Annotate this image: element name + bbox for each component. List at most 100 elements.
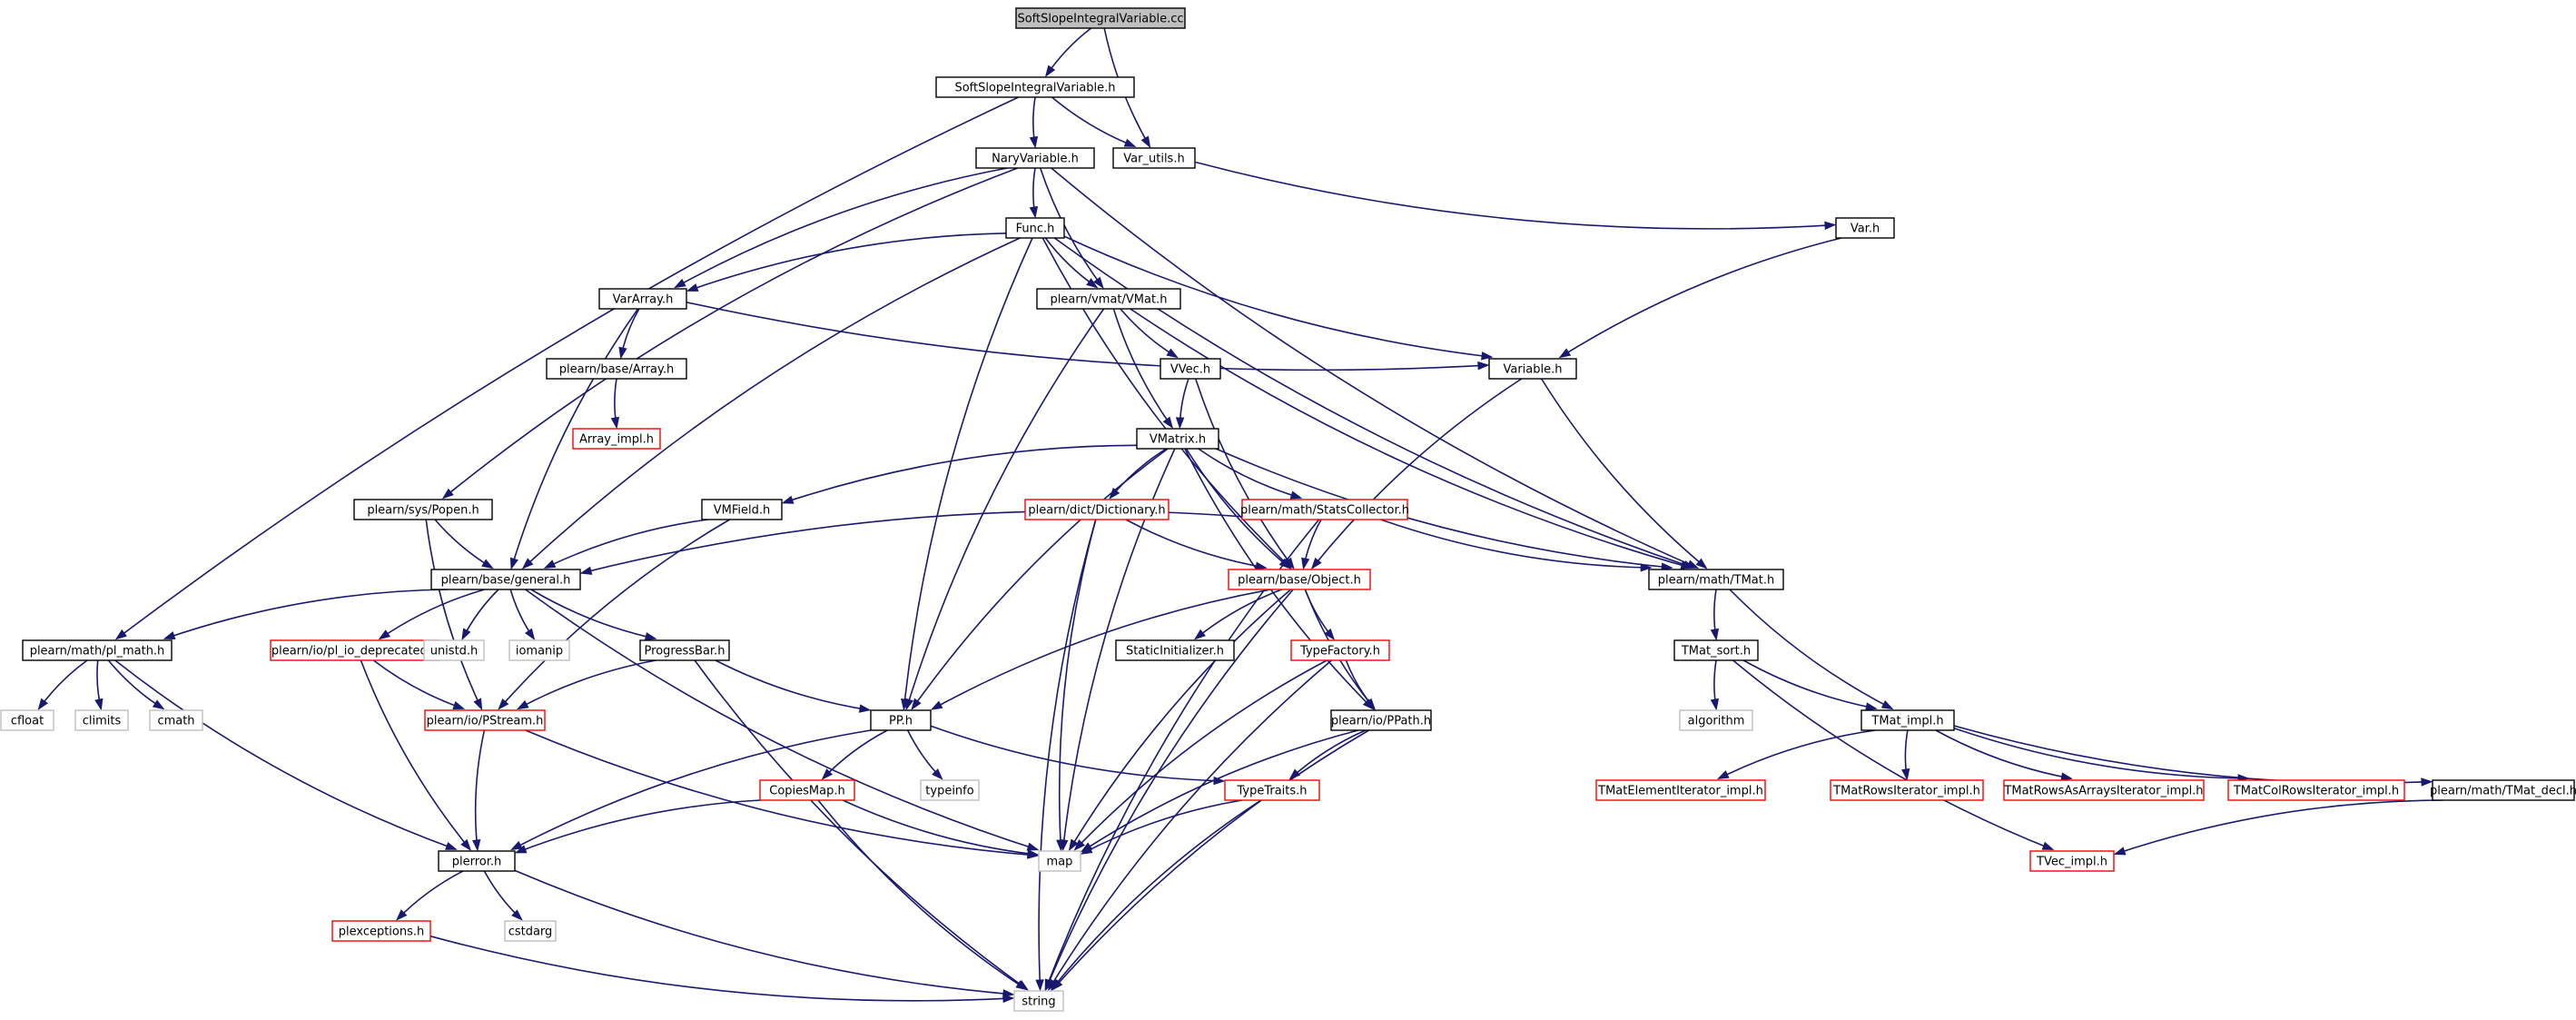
node-naryvar[interactable]: NaryVariable.h [975,147,1095,169]
node-box [424,709,546,731]
arrowhead-vmat-to-vmatrix [1162,416,1174,429]
edge-tmatimpl-to-coliter [1953,727,2248,779]
node-arrayimpl[interactable]: Array_impl.h [572,428,661,450]
node-varh[interactable]: Var.h [1835,217,1895,239]
edge-varh-to-variable [1560,237,1842,358]
node-box [1013,990,1064,1012]
node-ssivh[interactable]: SoftSlopeIntegralVariable.h [935,76,1135,98]
node-tmatdecl[interactable]: plearn/math/TMat_decl.h [2430,779,2576,801]
node-label: TypeTraits.h [1236,785,1307,798]
node-label: TypeFactory.h [1299,645,1380,659]
edge-naryvar-to-vararray [675,167,1008,288]
node-vmat[interactable]: plearn/vmat/VMat.h [1036,288,1181,310]
node-label: ProgressBar.h [645,645,725,659]
edge-progressbar-to-string [694,659,1028,990]
node-box [1224,779,1320,801]
edge-copiesmap-to-string [817,799,1027,990]
node-vvec[interactable]: VVec.h [1160,358,1221,380]
node-ppath[interactable]: plearn/io/PPath.h [1330,709,1432,731]
arrowhead-variable-to-tmath [1695,558,1708,569]
arrowhead-tmath-to-tmatimpl [1880,700,1894,710]
node-object[interactable]: plearn/base/Object.h [1228,569,1371,590]
node-elemiter[interactable]: TMatElementIterator_impl.h [1595,779,1766,801]
edge-dictionary-to-string [1038,519,1097,990]
edge-vmatrix-to-statscollector [1198,448,1301,499]
node-rowsasarr[interactable]: TMatRowsAsArraysIterator_impl.h [2003,779,2205,801]
edge-object-to-pph [932,589,1271,710]
edge-tmatsort-to-tvecimpl [1732,659,2053,850]
node-rowsiter[interactable]: TMatRowsIterator_impl.h [1830,779,1984,801]
node-vmatrix[interactable]: VMatrix.h [1136,428,1219,450]
arrowhead-dictionary-to-map [1056,839,1065,852]
node-label: plearn/io/PPath.h [1331,715,1431,728]
node-pph[interactable]: PP.h [870,709,932,731]
node-root[interactable]: SoftSlopeIntegralVariable.cc [1015,7,1186,29]
node-tmath[interactable]: plearn/math/TMat.h [1648,569,1784,590]
node-label: SoftSlopeIntegralVariable.cc [1017,13,1183,26]
edge-ssivh-to-plmath [116,96,1020,639]
node-tmatimpl[interactable]: TMat_impl.h [1860,709,1955,731]
arrowhead-naryvar-to-popen [441,488,454,500]
node-copiesmap[interactable]: CopiesMap.h [759,779,855,801]
node-general[interactable]: plearn/base/general.h [430,569,581,590]
arrowhead-plio-to-pstream [452,701,466,710]
node-statscollector[interactable]: plearn/math/StatsCollector.h [1240,499,1409,520]
edge-typetraits-to-map [1081,799,1243,855]
arrowhead-plmath-to-plerror [445,841,458,850]
node-staticinit[interactable]: StaticInitializer.h [1115,639,1235,661]
node-box [1835,217,1895,239]
node-variable[interactable]: Variable.h [1488,358,1577,380]
node-box [1679,709,1753,731]
arrowhead-vararray-to-variable [1477,361,1490,371]
node-label: typeinfo [925,785,973,798]
node-func[interactable]: Func.h [1005,217,1065,239]
node-vmfield[interactable]: VMField.h [701,499,783,520]
node-typefactory[interactable]: TypeFactory.h [1290,639,1390,661]
edge-vararray-to-general [510,308,639,569]
node-popen[interactable]: plearn/sys/Popen.h [353,499,493,520]
arrowhead-ssivh-to-naryvar [1029,135,1039,149]
node-varutils[interactable]: Var_utils.h [1112,147,1196,169]
edge-pph-to-typetraits [930,725,1224,782]
node-box [1005,217,1065,239]
arrowhead-pph-to-plerror [510,840,523,851]
edge-progressbar-to-pstream [518,659,656,709]
arrowhead-general-to-unistd [461,628,471,641]
node-box [759,779,855,801]
arrowhead-copiesmap-to-plerror [514,845,528,854]
node-label: plearn/dict/Dictionary.h [1028,504,1165,518]
node-label: plearn/io/pl_io_deprecated.h [271,645,439,659]
node-tmatsort[interactable]: TMat_sort.h [1673,639,1759,661]
node-vararray[interactable]: VarArray.h [598,288,687,310]
node-plexceptions[interactable]: plexceptions.h [331,920,431,942]
arrowhead-tmath-to-tmatsort [1710,628,1720,641]
edge-func-to-pph [903,237,1033,709]
node-box [1136,428,1219,450]
node-label: cfloat [11,715,44,728]
node-label: VMatrix.h [1150,433,1206,447]
node-typetraits[interactable]: TypeTraits.h [1224,779,1320,801]
node-plio[interactable]: plearn/io/pl_io_deprecated.h [270,639,440,661]
node-tvecimpl[interactable]: TVec_impl.h [2029,850,2115,872]
node-progressbar[interactable]: ProgressBar.h [639,639,730,661]
node-label: plearn/math/StatsCollector.h [1240,504,1409,518]
arrowhead-vararray-to-basearray [618,346,627,360]
arrowhead-root-to-varutils [1140,135,1151,149]
node-pstream[interactable]: plearn/io/PStream.h [424,709,546,731]
node-plerror[interactable]: plerror.h [438,850,516,872]
edge-typetraits-to-string [1051,799,1262,990]
arrowhead-vmfield-to-general [543,560,557,569]
edge-plmath-to-cfloat [38,659,88,709]
node-label: plearn/vmat/VMat.h [1051,293,1168,307]
node-label: algorithm [1688,715,1745,728]
edge-root-to-ssivh [1045,27,1092,76]
node-plmath[interactable]: plearn/math/pl_math.h [22,639,173,661]
node-iomanip: iomanip [508,639,570,661]
node-coliter[interactable]: TMatColRowsIterator_impl.h [2227,779,2405,801]
node-label: plearn/base/Array.h [559,363,674,377]
node-label: plearn/io/PStream.h [427,715,544,728]
node-basearray[interactable]: plearn/base/Array.h [546,358,687,380]
node-box [2227,779,2405,801]
node-label: TMat_sort.h [1681,645,1751,659]
node-dictionary[interactable]: plearn/dict/Dictionary.h [1024,499,1170,520]
